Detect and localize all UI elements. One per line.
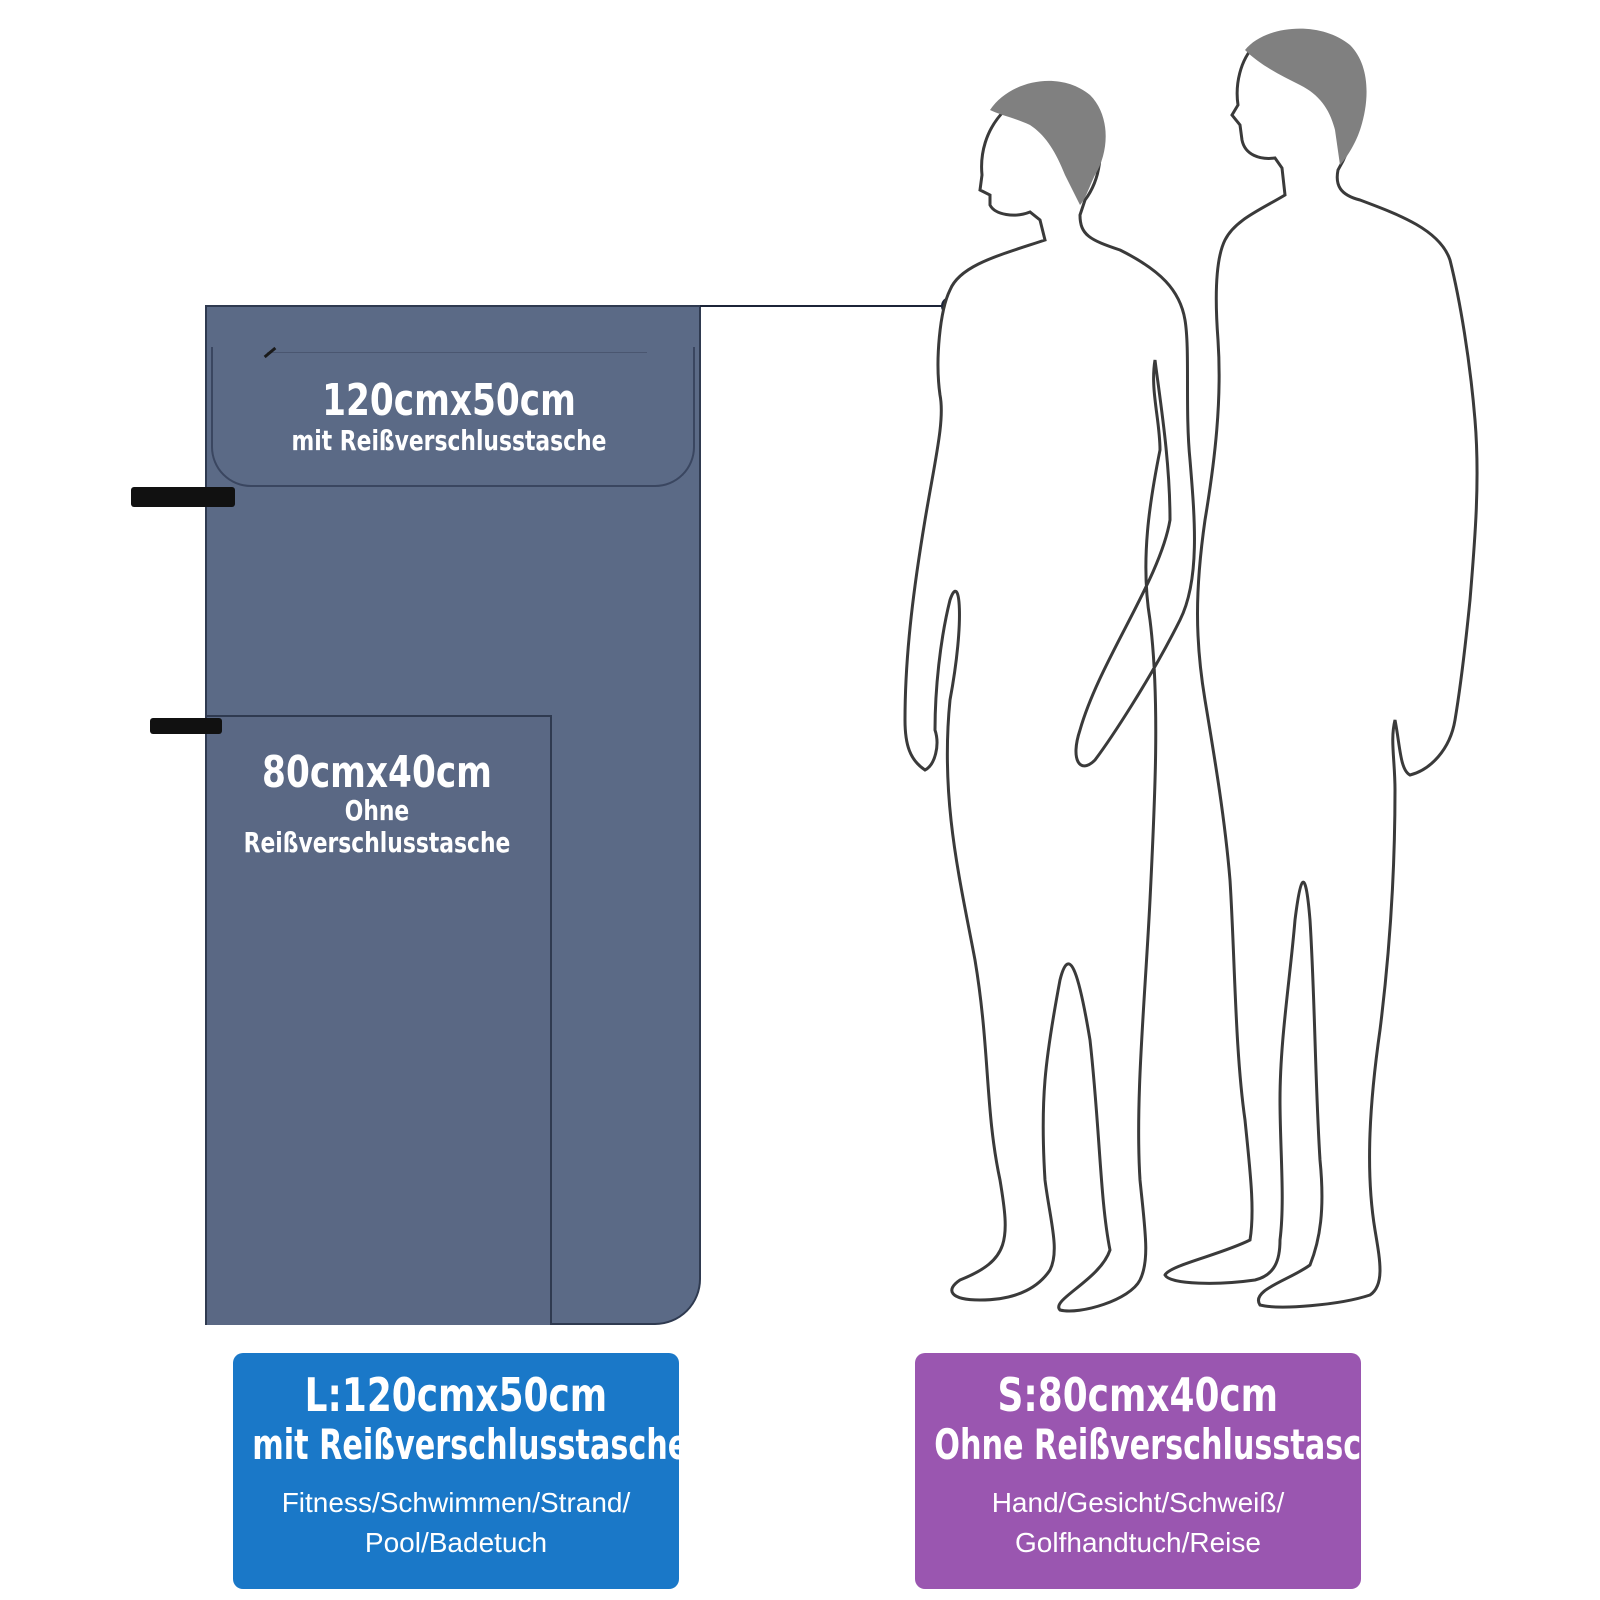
small-size-title: S:80cmx40cm [997,1368,1279,1422]
small-size-subtitle: Ohne Reißverschlusstasche [934,1420,1404,1469]
zipper-line [267,352,647,353]
small-towel: 80cmx40cm Ohne Reißverschlusstasche [207,715,552,1325]
large-size-info-box: L:120cmx50cm mit Reißverschlusstasche Fi… [233,1353,689,1589]
female-silhouette-icon [903,96,1196,1313]
male-hair [1245,28,1367,165]
hanging-loop-icon [131,487,235,507]
large-size-subtitle: mit Reißverschlusstasche [252,1420,689,1469]
height-connector-line [700,305,950,307]
small-size-info-box: S:80cmx40cm Ohne Reißverschlusstasche Ha… [915,1353,1404,1589]
large-size-uses: Fitness/Schwimmen/Strand/ Pool/Badetuch [281,1487,631,1558]
large-size-title: L:120cmx50cm [304,1368,608,1422]
female-hair [990,80,1106,205]
small-towel-feature: Ohne Reißverschlusstasche [243,794,511,859]
small-size-uses: Hand/Gesicht/Schweiß/ Golfhandtuch/Reise [991,1487,1285,1558]
large-towel-size: 120cmx50cm [322,375,576,426]
zipper-pocket [211,347,695,487]
small-towel-size: 80cmx40cm [262,747,492,798]
large-towel: 120cmx50cm mit Reißverschlusstasche 80cm… [205,305,701,1325]
large-towel-feature: mit Reißverschlusstasche [291,424,607,457]
hanging-loop-icon [150,718,222,734]
male-silhouette-icon [1163,36,1479,1309]
